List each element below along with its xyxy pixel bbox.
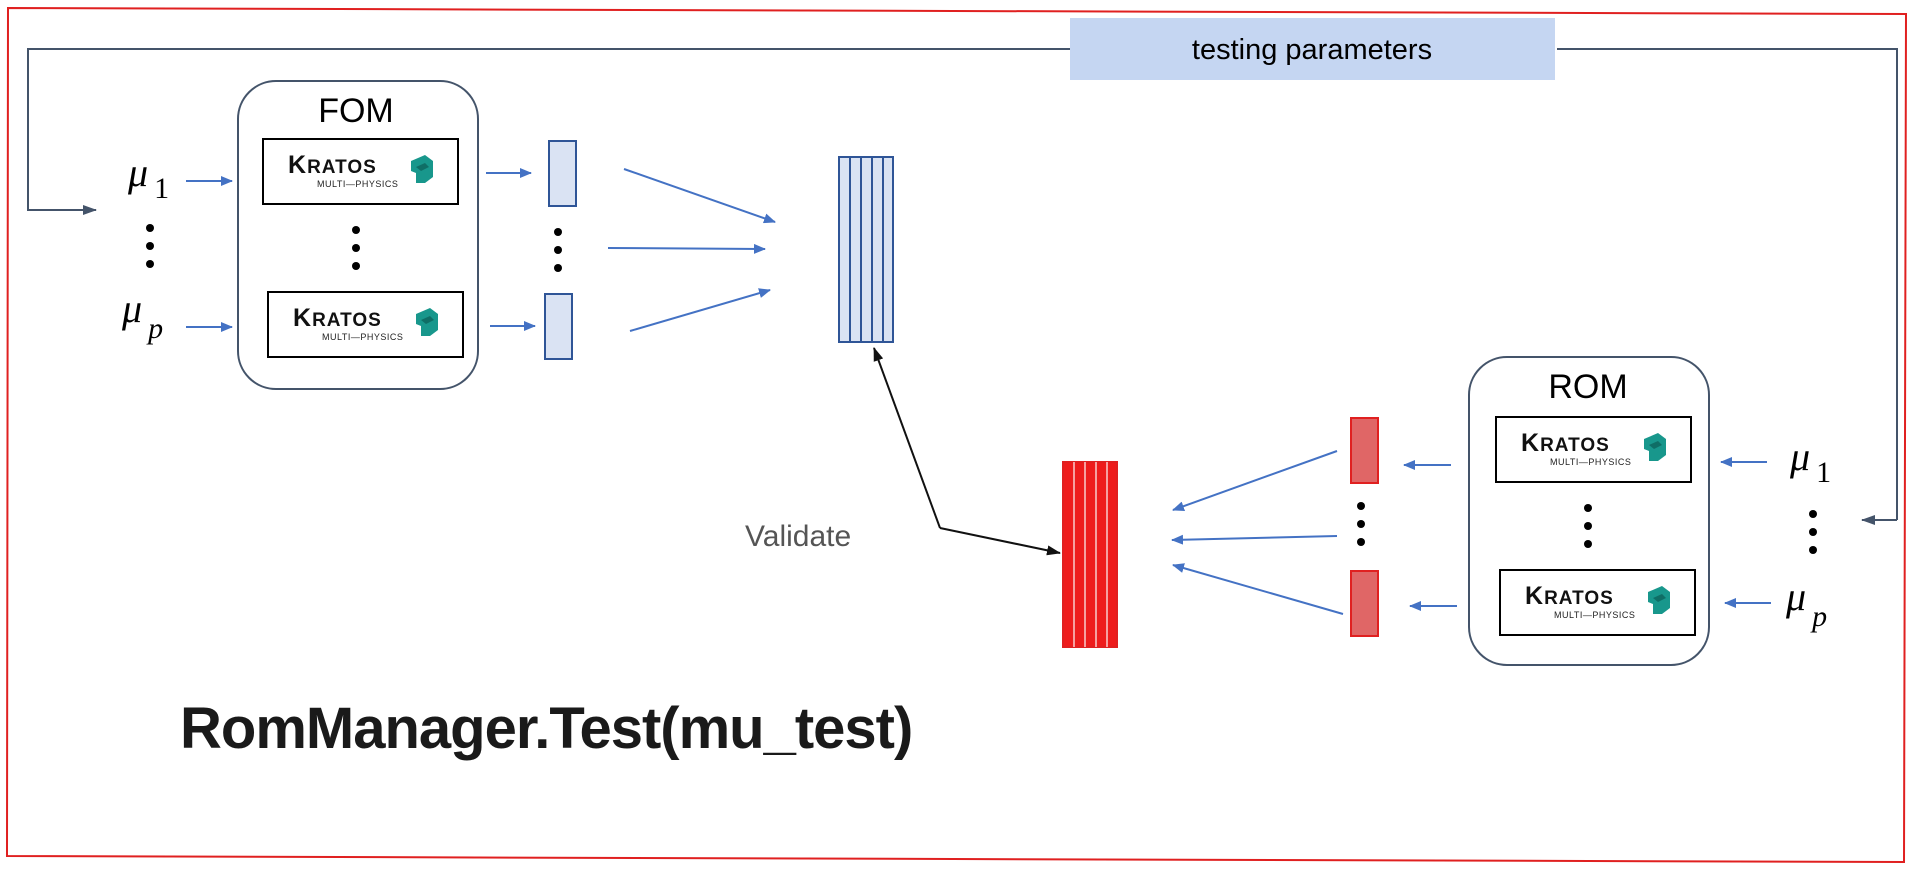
fom-snapshot-p — [544, 293, 573, 360]
testing-parameters-banner — [1070, 18, 1555, 80]
fom-kratos-logo-1-icon — [262, 138, 459, 205]
fom-outputs — [486, 140, 776, 360]
fom-kratos-logo-p-icon — [267, 291, 464, 358]
rom-to-matrix-arrow-mid — [1171, 534, 1338, 545]
fom-snapshot-ellipsis-icon — [554, 228, 562, 272]
rom-outputs — [1171, 417, 1457, 637]
rom-to-matrix-arrow-bottom — [1172, 563, 1344, 615]
fom-title: FOM — [318, 92, 394, 130]
validate-connector — [873, 347, 941, 529]
rom-kratos-logo-p-icon — [1499, 569, 1696, 636]
rom-box: ROM — [1468, 356, 1710, 666]
fom-snapshot-1 — [548, 140, 577, 207]
banner-text: testing parameters — [1192, 34, 1432, 66]
fom-input-ellipsis-icon — [146, 224, 154, 268]
validate-connector-arrow — [939, 527, 1061, 556]
fom-to-matrix-arrow-top — [623, 168, 776, 224]
command-caption: RomManager.Test(mu_test) — [180, 696, 912, 761]
rom-snapshot-matrix — [1062, 461, 1118, 648]
validate-label: Validate — [745, 520, 851, 553]
rom-title: ROM — [1548, 368, 1627, 406]
fom-to-matrix-arrow-bottom — [629, 288, 771, 332]
rom-snapshot-ellipsis-icon — [1357, 502, 1365, 546]
rom-snapshot-1 — [1350, 417, 1379, 484]
rom-snapshot-p — [1350, 570, 1379, 637]
rom-logo-ellipsis-icon — [1584, 504, 1592, 548]
outer-frame — [5, 6, 1908, 864]
fom-to-matrix-arrow-mid — [607, 243, 766, 254]
rom-input-ellipsis-icon — [1809, 510, 1817, 554]
rom-kratos-logo-1-icon — [1495, 416, 1692, 483]
rom-to-matrix-arrow-top — [1172, 450, 1338, 511]
fom-box: FOM — [237, 80, 479, 390]
fom-snapshot-matrix — [838, 156, 894, 343]
fom-logo-ellipsis-icon — [352, 226, 360, 270]
